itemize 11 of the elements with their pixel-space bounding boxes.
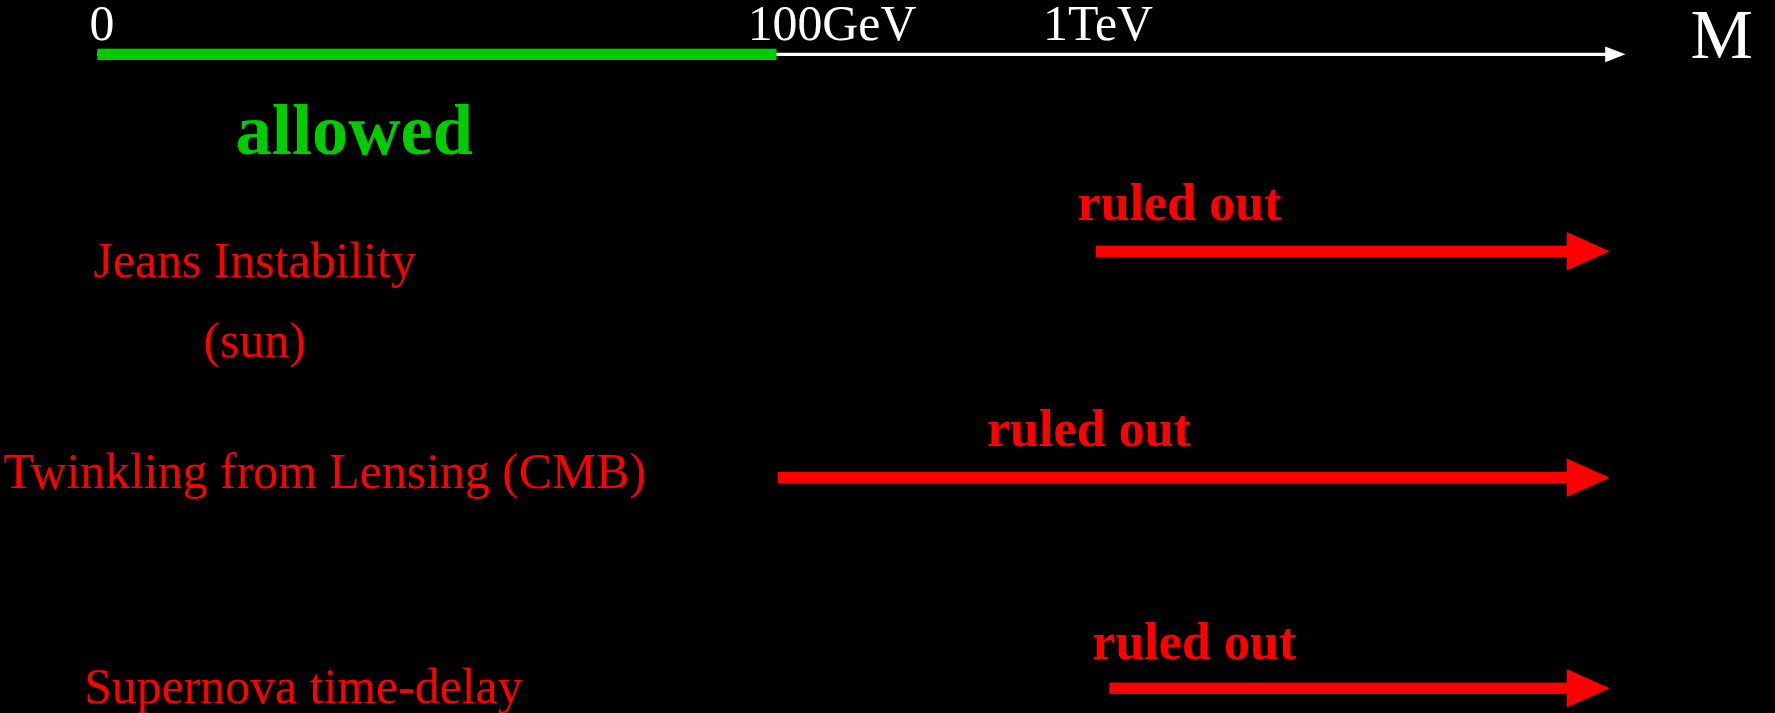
axis-tick-label: 100GeV bbox=[746, 0, 918, 51]
row-label: Supernova time-delay bbox=[83, 657, 524, 713]
axis-tick-label: 1TeV bbox=[1042, 0, 1154, 51]
row-label: Twinkling from Lensing (CMB) bbox=[2, 442, 648, 502]
range-label: ruled out bbox=[1076, 172, 1283, 233]
range-label: allowed bbox=[234, 88, 475, 172]
axis-label: M bbox=[1689, 0, 1754, 72]
row-label: Jeans Instability (sun) bbox=[92, 232, 417, 371]
axis-tick-label: 0 bbox=[88, 0, 116, 51]
range-label: ruled out bbox=[986, 398, 1192, 460]
range-label: ruled out bbox=[1091, 611, 1298, 673]
